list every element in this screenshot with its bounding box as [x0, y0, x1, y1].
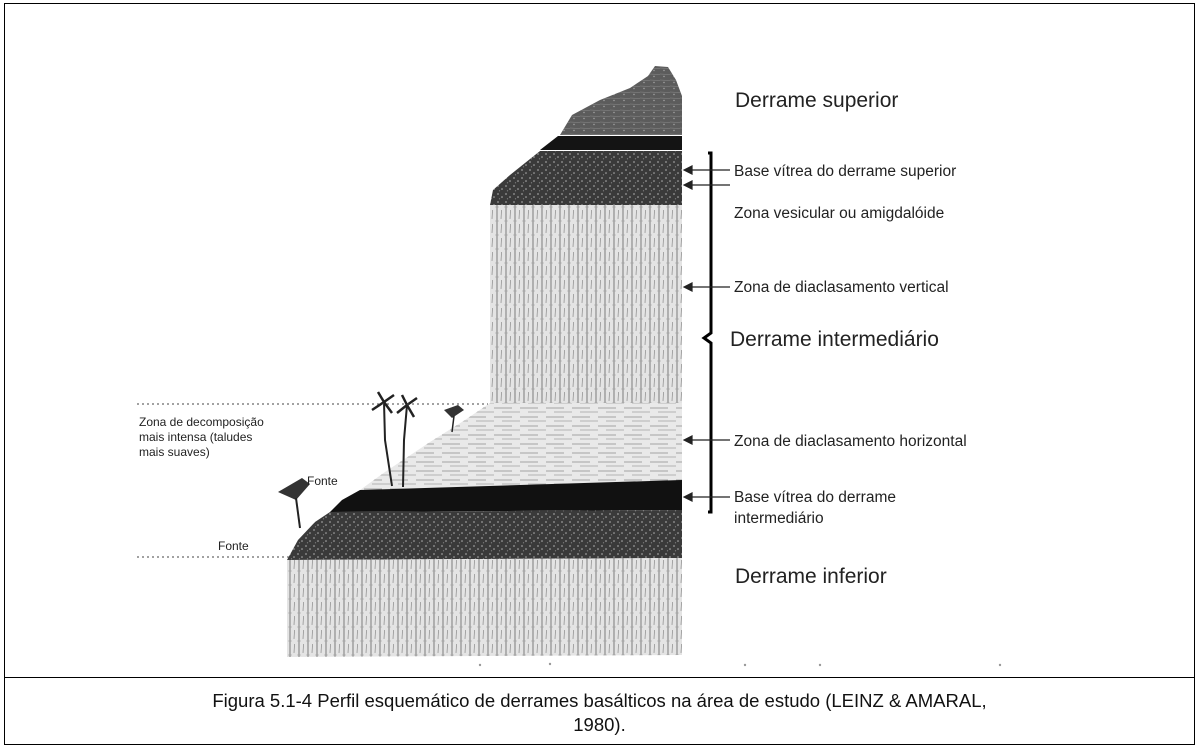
inferior-flow-top [287, 510, 682, 560]
zona-decomposicao-label-1: Zona de decomposição [139, 415, 264, 429]
horizontal-jointing-layer [360, 403, 682, 490]
caption-divider [4, 677, 1195, 678]
base-vitrea-superior-label: Base vítrea do derrame superior [734, 163, 956, 180]
derrame-intermediario-label: Derrame intermediário [730, 328, 939, 351]
zona-decomposicao-label-2: mais intensa (taludes [139, 430, 252, 444]
zona-vesicular-label: Zona vesicular ou amigdalóide [734, 205, 944, 222]
glassy-base-superior-layer [540, 136, 682, 150]
base-vitrea-intermediario-label-1: Base vítrea do derrame [734, 489, 896, 506]
inferior-flow-body [287, 558, 682, 657]
vertical-jointing-layer [490, 205, 682, 403]
palm-trees-icon [371, 391, 418, 488]
figure-caption: Figura 5.1-4 Perfil esquemático de derra… [4, 689, 1195, 737]
base-vitrea-intermediario-label-2: intermediário [734, 510, 824, 527]
figure-frame [4, 3, 1195, 745]
fonte-lower-label: Fonte [218, 539, 249, 553]
zona-vertical-label: Zona de diaclasamento vertical [734, 279, 949, 296]
caption-line-1: Figura 5.1-4 Perfil esquemático de derra… [212, 690, 987, 711]
derrame-inferior-label: Derrame inferior [735, 565, 887, 588]
leader-arrows [682, 165, 730, 502]
intermediate-flow-bracket [701, 151, 713, 514]
fonte-upper-label: Fonte [307, 474, 338, 488]
derrame-superior-label: Derrame superior [735, 89, 898, 112]
tree-icon [278, 405, 464, 529]
glassy-base-intermediate-layer [330, 480, 682, 512]
superior-flow-top [560, 66, 682, 135]
vesicular-zone-layer [490, 151, 682, 205]
zona-horizontal-label: Zona de diaclasamento horizontal [734, 433, 967, 450]
zona-decomposicao-label-3: mais suaves) [139, 445, 210, 459]
rock-column [287, 66, 1002, 667]
caption-line-2: 1980). [573, 714, 626, 735]
